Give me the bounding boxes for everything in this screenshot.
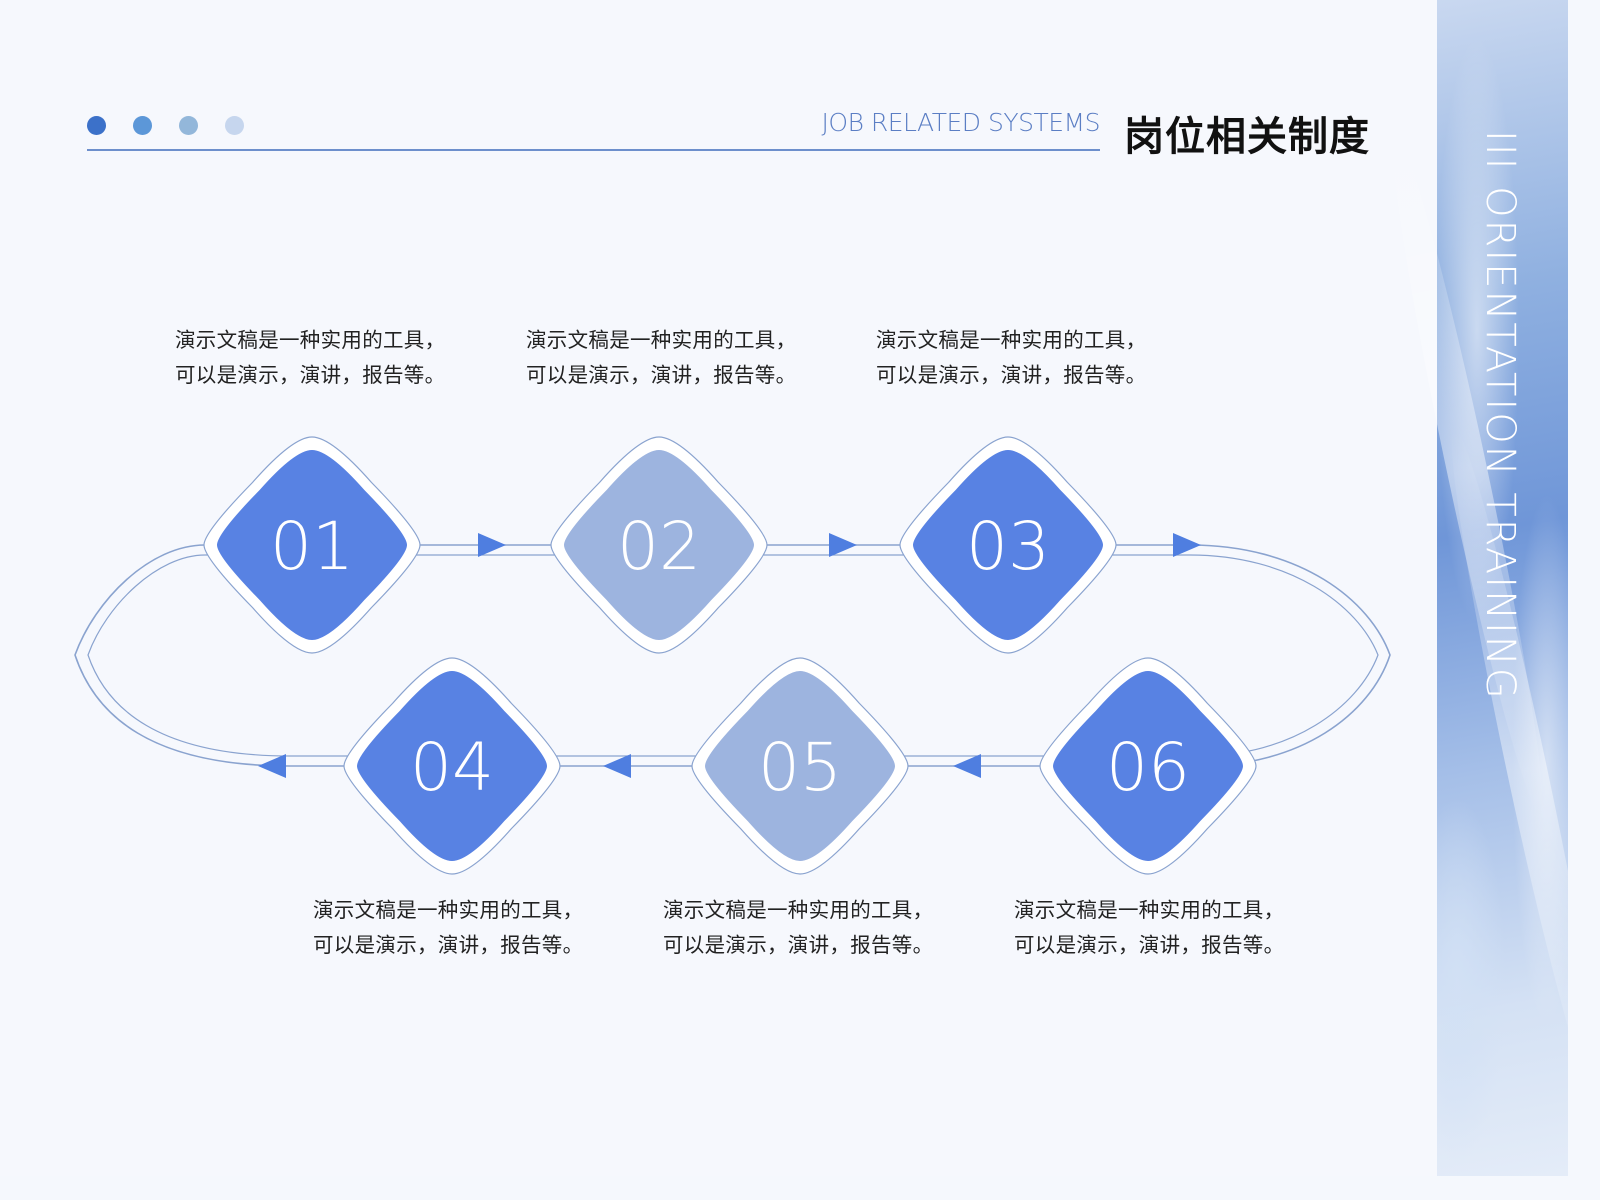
step-node-06: 06 bbox=[1039, 657, 1257, 875]
header-rule bbox=[87, 149, 1100, 151]
step-description: 演示文稿是一种实用的工具，可以是演示，演讲，报告等。 bbox=[313, 898, 584, 957]
flow-arrow-icon bbox=[1173, 533, 1201, 557]
page-title: 岗位相关制度 bbox=[1124, 113, 1370, 160]
step-description: 演示文稿是一种实用的工具，可以是演示，演讲，报告等。 bbox=[1014, 898, 1285, 957]
step-description: 演示文稿是一种实用的工具，可以是演示，演讲，报告等。 bbox=[526, 328, 797, 387]
step-number: 04 bbox=[410, 729, 494, 806]
step-node-fill bbox=[357, 671, 547, 861]
side-label: III ORIENTATION TRAINING bbox=[1477, 130, 1523, 701]
flow-arrow-icon bbox=[258, 754, 286, 778]
step-number: 03 bbox=[966, 508, 1050, 585]
flow-arrow-icon bbox=[953, 754, 981, 778]
process-diagram: 01 02 03 04 05 06 bbox=[74, 436, 1391, 875]
step-node-05: 05 bbox=[691, 657, 909, 875]
header-dot bbox=[179, 116, 198, 135]
step-number: 06 bbox=[1106, 729, 1190, 806]
step-description: 演示文稿是一种实用的工具，可以是演示，演讲，报告等。 bbox=[175, 328, 446, 387]
step-number: 02 bbox=[617, 508, 701, 585]
step-nodes: 01 02 03 04 05 06 bbox=[203, 436, 1257, 875]
step-node-01: 01 bbox=[203, 436, 421, 654]
header-dot bbox=[133, 116, 152, 135]
step-number: 05 bbox=[758, 729, 842, 806]
step-number: 01 bbox=[270, 508, 354, 585]
step-node-03: 03 bbox=[899, 436, 1117, 654]
step-description: 演示文稿是一种实用的工具，可以是演示，演讲，报告等。 bbox=[876, 328, 1147, 387]
step-node-fill bbox=[913, 450, 1103, 640]
flow-arrow-icon bbox=[829, 533, 857, 557]
side-decor-panel bbox=[1374, 0, 1568, 1176]
slide: III ORIENTATION TRAINING JOB RELATED SYS… bbox=[74, 0, 1568, 1176]
flow-arrows bbox=[258, 533, 1201, 778]
step-node-fill bbox=[564, 450, 754, 640]
step-node-04: 04 bbox=[343, 657, 561, 875]
header-dots bbox=[87, 116, 244, 135]
flow-arrow-icon bbox=[603, 754, 631, 778]
step-node-fill bbox=[217, 450, 407, 640]
step-node-02: 02 bbox=[550, 436, 768, 654]
step-description: 演示文稿是一种实用的工具，可以是演示，演讲，报告等。 bbox=[663, 898, 934, 957]
header-dot bbox=[225, 116, 244, 135]
step-node-fill bbox=[705, 671, 895, 861]
header-title-en: JOB RELATED SYSTEMS bbox=[821, 108, 1101, 137]
step-node-fill bbox=[1053, 671, 1243, 861]
header-dot bbox=[87, 116, 106, 135]
flow-arrow-icon bbox=[478, 533, 506, 557]
